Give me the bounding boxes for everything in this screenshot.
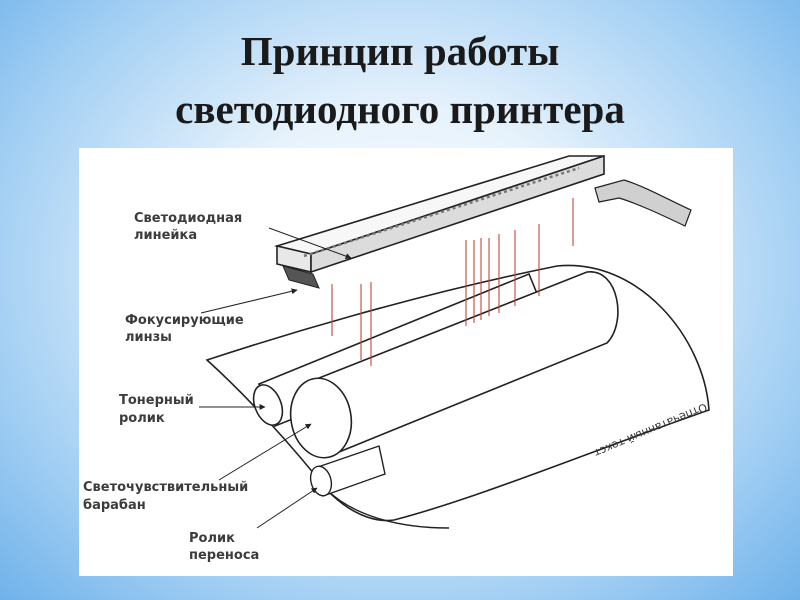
label-led-line-2: линейка xyxy=(134,228,197,243)
label-toner-roller-1: Тонерный xyxy=(119,393,194,408)
leader-drum xyxy=(218,423,312,481)
label-focus-lenses-1: Фокусирующие xyxy=(125,313,244,328)
label-drum-1: Светочувствительный xyxy=(83,480,248,495)
title-line-1: Принцип работы xyxy=(240,28,560,74)
led-light-beams xyxy=(331,198,574,366)
leader-led-line xyxy=(268,227,352,259)
label-drum-2: барабан xyxy=(83,498,146,513)
label-focus-lenses-2: линзы xyxy=(125,330,172,345)
photosensitive-drum xyxy=(289,271,619,459)
diagram-panel: Светодиодная линейка Фокусирующие линзы … xyxy=(79,148,733,576)
printer-diagram: Светодиодная линейка Фокусирующие линзы … xyxy=(83,154,710,563)
label-led-line-1: Светодиодная xyxy=(134,211,242,226)
ribbon-cable xyxy=(594,179,692,227)
label-transfer-roller-1: Ролик xyxy=(189,531,235,546)
title-line-2: светодиодного принтера xyxy=(175,86,625,132)
led-bar xyxy=(273,154,692,289)
leader-focus-lenses xyxy=(200,288,298,314)
label-transfer-roller-2: переноса xyxy=(189,548,259,563)
focus-lens-block xyxy=(282,265,320,289)
page-title: Принцип работы светодиодного принтера xyxy=(0,22,800,138)
leader-transfer-roller xyxy=(256,487,318,529)
label-toner-roller-2: ролик xyxy=(119,411,165,426)
paper-curl xyxy=(326,489,450,529)
